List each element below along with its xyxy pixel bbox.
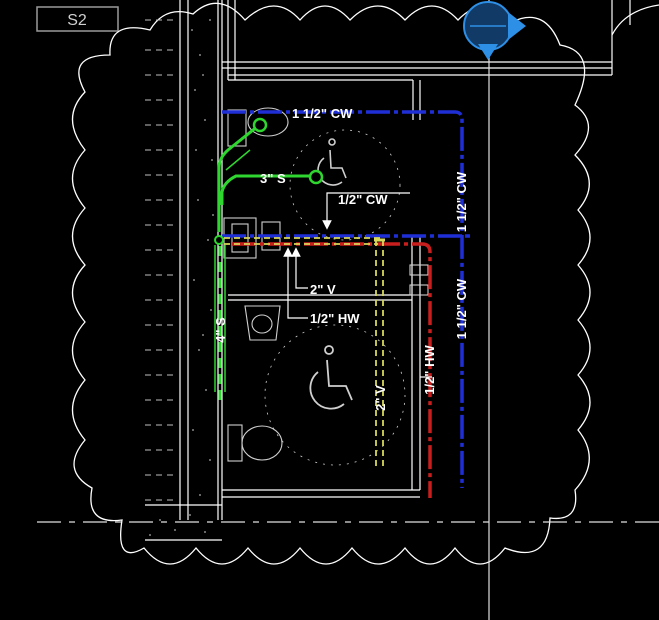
sheet-tag: S2	[36, 6, 119, 32]
hot-water-piping	[232, 242, 432, 498]
fixtures	[223, 107, 429, 462]
leaders	[283, 192, 432, 378]
accessible-symbol-upper	[289, 129, 401, 241]
accessible-symbol-lower	[264, 324, 406, 466]
section-marker-icon	[463, 1, 526, 60]
sheet-tag-label: S2	[67, 12, 87, 29]
walls	[145, 0, 659, 541]
pipe-labels: 1 1/2" CW 1 1/2" CW 1 1/2" CW 1/2" CW 3"…	[213, 106, 469, 411]
wall-stipple	[149, 19, 214, 536]
cold-water-piping	[222, 110, 470, 488]
label-sanitary-4: 4" S	[213, 317, 228, 343]
label-hw-vertical: 1/2" HW	[422, 345, 437, 395]
label-cw-branch: 1/2" CW	[338, 192, 388, 207]
label-sanitary-3: 3" S	[260, 171, 286, 186]
label-vent-2-vertical: 2" V	[373, 385, 388, 411]
label-cw-top: 1 1/2" CW	[292, 106, 353, 121]
label-cw-right-upper: 1 1/2" CW	[454, 171, 469, 232]
vent-piping	[224, 237, 384, 470]
label-hw-branch: 1/2" HW	[310, 311, 360, 326]
sanitary-piping	[214, 117, 324, 400]
label-vent-2-horizontal: 2" V	[310, 282, 336, 297]
label-cw-right-lower: 1 1/2" CW	[454, 278, 469, 339]
hidden-wall-lines	[145, 19, 178, 501]
